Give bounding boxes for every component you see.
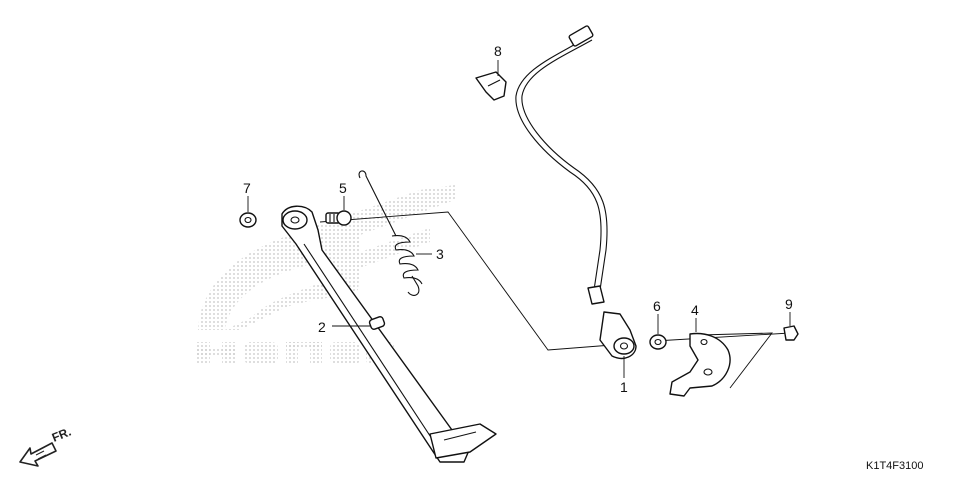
spring-part-3 (358, 170, 423, 296)
front-direction-arrow: FR. (19, 425, 73, 467)
bracket-part-4 (669, 332, 731, 397)
callout-1: 1 (620, 379, 628, 395)
clip-part-8 (475, 71, 507, 101)
nut-part-6 (649, 334, 667, 350)
side-stand-part (281, 205, 497, 463)
bolt-part-9 (783, 325, 799, 341)
nut-part-7 (239, 212, 257, 228)
callout-2: 2 (318, 319, 326, 335)
callout-8: 8 (494, 43, 502, 59)
side-stand-switch-part-1 (515, 25, 637, 360)
callout-labels: 1 2 3 4 5 6 7 8 9 (243, 43, 793, 395)
direction-label: FR. (50, 425, 73, 445)
callout-4: 4 (691, 302, 699, 318)
reference-code: K1T4F3100 (866, 460, 923, 472)
guide-lines (319, 211, 791, 389)
callout-6: 6 (653, 298, 661, 314)
callout-7: 7 (243, 180, 251, 196)
callout-5: 5 (339, 180, 347, 196)
callout-9: 9 (785, 296, 793, 312)
pivot-bolt-part-5 (325, 210, 352, 226)
callout-3: 3 (436, 246, 444, 262)
callout-leaders (247, 60, 791, 378)
